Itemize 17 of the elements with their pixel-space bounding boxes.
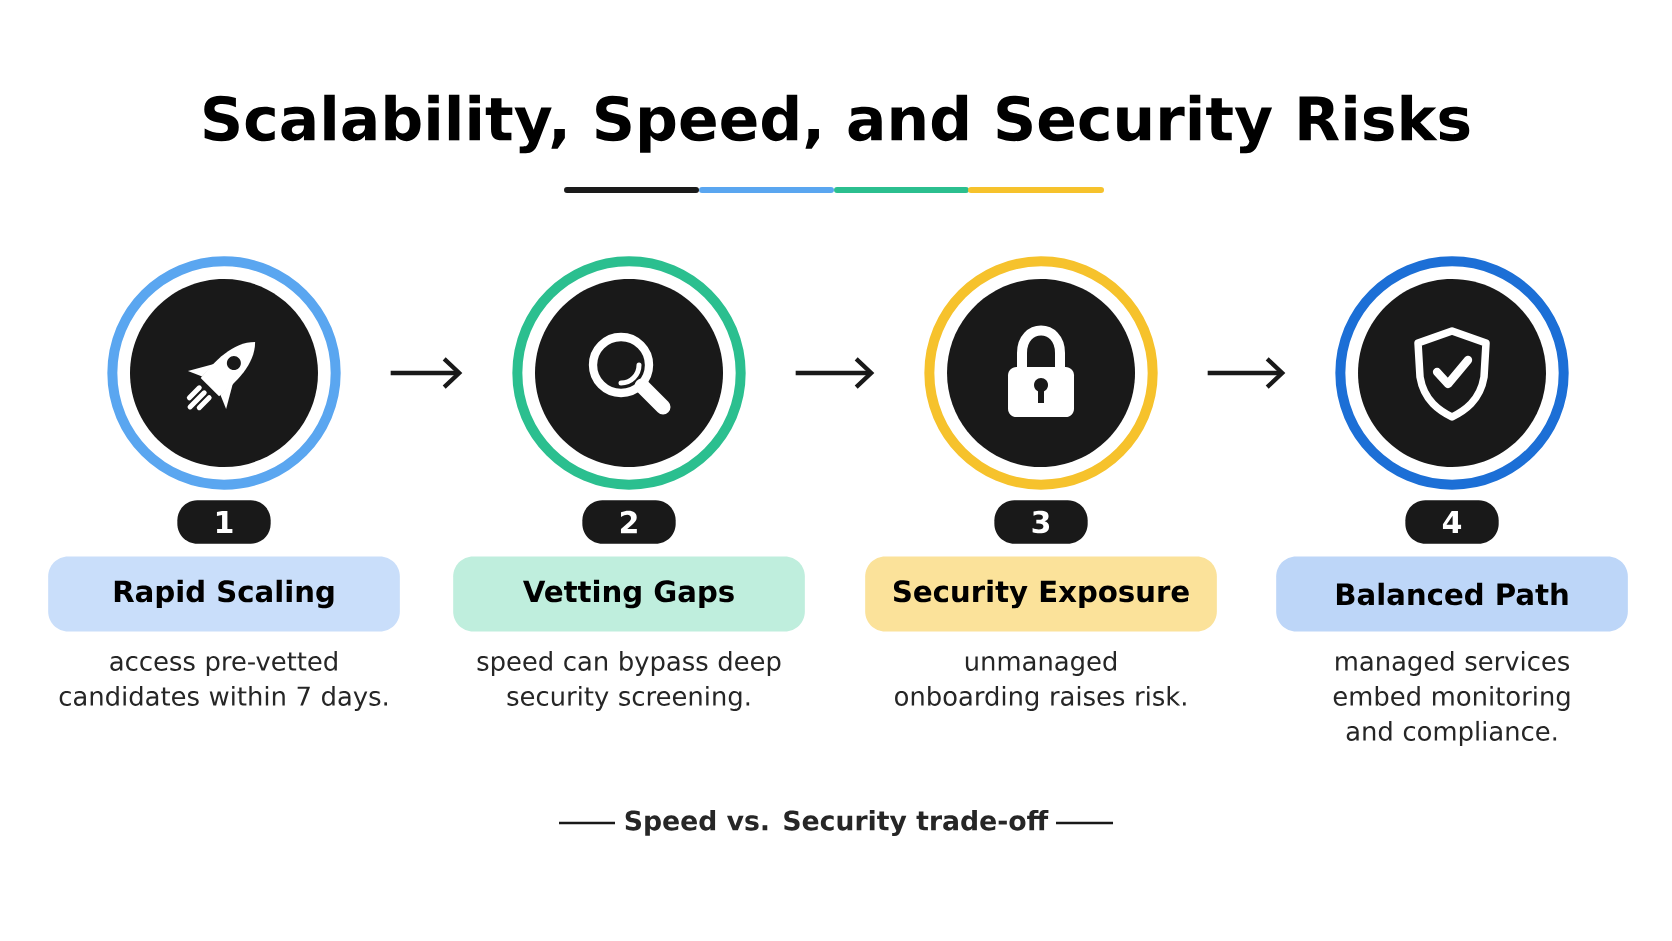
- icon-circle: [107, 256, 341, 490]
- step-label: Security Exposure: [865, 556, 1217, 632]
- step-label: Vetting Gaps: [453, 556, 805, 632]
- step-label: Rapid Scaling: [48, 556, 400, 632]
- step-description: access pre-vetted candidates within 7 days.: [59, 650, 387, 711]
- icon-circle: [512, 256, 746, 490]
- step-description: unmanaged onboarding raises risk.: [895, 650, 1186, 711]
- icon-circle: [924, 256, 1158, 490]
- step-label: Balanced Path: [1276, 556, 1628, 632]
- icon-circle: [1335, 256, 1569, 490]
- title: Scalability, Speed, and Security Risks: [204, 94, 1470, 154]
- arrow: [1207, 357, 1286, 389]
- arrow: [390, 357, 463, 389]
- arrow: [795, 357, 875, 389]
- step-description: managed services embed monitoring and compliance.: [1333, 650, 1570, 746]
- footer-note: Speed vs. Security trade-off: [625, 810, 1049, 836]
- step-description: speed can bypass deep security screening.: [477, 650, 781, 711]
